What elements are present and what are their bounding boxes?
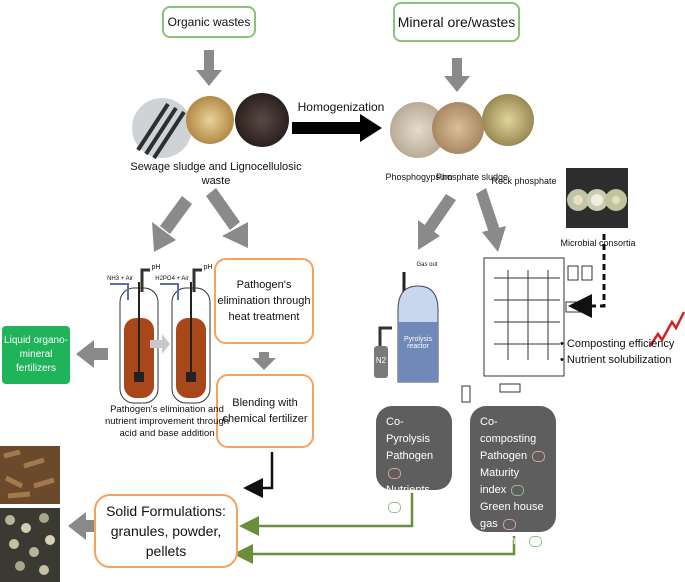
sludge-caption-line2: waste	[201, 175, 231, 187]
arrow-heat-to-blending	[252, 352, 276, 370]
phosphogypsum-photo	[390, 102, 446, 158]
gas-out-label: Gas out	[416, 262, 438, 268]
liquid-fertilizer-box: Liquid organo- mineral fertilizers	[2, 326, 70, 384]
copyrolysis-box: Co-Pyrolysis Pathogen Nutrients	[376, 406, 452, 513]
lignocellulosic-photo	[186, 96, 234, 144]
compost-photo	[235, 93, 289, 147]
liquid-line3: fertilizers	[15, 363, 56, 374]
benefits-list: • Composting efficiency • Nutrient solub…	[560, 336, 674, 368]
cocomposting-ghg: Green house gas	[480, 501, 544, 530]
phosphate-sludge-photo	[432, 102, 484, 154]
liquid-line2: mineral	[19, 349, 53, 360]
reactor-label: Pyrolysis reactor	[403, 336, 432, 350]
solid-line3: pellets	[145, 543, 187, 559]
arrow-copyrolysis-to-solid	[239, 492, 414, 536]
arrow-organic-down	[196, 50, 222, 86]
copyrolysis-title: Co-Pyrolysis	[386, 416, 431, 445]
n2-label: N2	[375, 356, 387, 365]
arrows-mineral-branch	[418, 188, 506, 252]
pathogen-heat-line1: Pathogen's	[236, 279, 292, 291]
arrow-cocomposting-to-solid	[233, 536, 516, 564]
solid-formulations-box: Solid Formulations: granules, powder, pe…	[94, 494, 238, 568]
arrow-blending-to-solid	[243, 452, 274, 498]
benefit-composting: • Composting efficiency	[560, 338, 675, 350]
blending-line2: chemical fertilizer	[222, 413, 308, 425]
organic-wastes-label: Organic wastes	[167, 15, 251, 29]
copyrolysis-pathogen: Pathogen	[386, 448, 442, 482]
cocomposting-nutrients: Nutrients	[480, 533, 546, 550]
pathogen-heat-line3: heat treatment	[228, 311, 300, 323]
increase-indicator	[529, 535, 543, 547]
decrease-indicator	[502, 518, 516, 530]
increase-indicator	[388, 501, 401, 513]
arrow-mineral-down	[444, 58, 470, 92]
pyrolysis-reactor	[374, 272, 439, 383]
homogenization-label: Homogenization	[297, 100, 385, 114]
ph-left: pH	[151, 264, 161, 271]
microbial-caption: Microbial consortia	[560, 238, 636, 248]
acid-base-line2: nutrient improvement through	[104, 416, 230, 427]
mineral-wastes-box: Mineral ore/wastes	[393, 2, 520, 42]
acid-base-caption: Pathogen's elimination and nutrient impr…	[92, 404, 242, 440]
copyrolysis-nutrients: Nutrients	[386, 482, 442, 516]
blending-line1: Blending with	[232, 397, 298, 409]
rock-phosphate-label: Rock phosphate	[491, 176, 557, 186]
pellets-photo-top	[0, 446, 60, 504]
cocomposting-title: Co-composting	[480, 416, 537, 445]
cocomposting-pathogen: Pathogen	[480, 448, 546, 465]
increase-indicator	[511, 484, 525, 496]
increase-zigzag-icon	[648, 311, 685, 347]
acid-base-reactors	[110, 268, 211, 404]
homogenization-arrow	[292, 114, 382, 142]
arrows-organic-branch	[152, 188, 248, 252]
liquid-line1: Liquid organo-	[4, 335, 68, 346]
cocomposting-box: Co-composting Pathogen Maturity index Gr…	[470, 406, 556, 547]
pellets-photo-bottom	[0, 508, 60, 582]
sludge-caption: Sewage sludge and Lignocellulosic waste	[126, 160, 306, 188]
solid-line2: granules, powder,	[110, 523, 222, 539]
acid-base-line1: Pathogen's elimination and	[110, 404, 224, 415]
phosphate-sludge-label: Phosphate sludge	[435, 172, 509, 182]
cocomposting-maturity: Maturity index	[480, 465, 546, 499]
decrease-indicator	[532, 450, 546, 462]
blending-box: Blending with chemical fertilizer	[216, 374, 314, 448]
phosphogypsum-label: Phosphogypsum	[385, 172, 453, 182]
composting-schematic	[461, 257, 593, 403]
reagent-left: NH3 + Air	[107, 276, 133, 282]
microbial-consortia-photo	[566, 168, 628, 228]
acid-base-line3: acid and base addition	[119, 428, 215, 439]
pathogen-heat-box: Pathogen's elimination through heat trea…	[214, 258, 314, 344]
organic-wastes-box: Organic wastes	[162, 6, 256, 38]
benefit-nutrient: • Nutrient solubilization	[560, 354, 672, 366]
sewage-sludge-photo	[132, 98, 192, 160]
arrow-to-liquid	[76, 340, 108, 368]
rock-phosphate-photo	[482, 94, 534, 146]
reagent-right: H2PO4 + Air	[155, 276, 189, 282]
sludge-caption-line1: Sewage sludge and Lignocellulosic	[130, 161, 302, 173]
mineral-wastes-label: Mineral ore/wastes	[397, 14, 516, 30]
pathogen-heat-line2: elimination through	[217, 295, 311, 307]
decrease-indicator	[388, 467, 401, 479]
solid-line1: Solid Formulations:	[106, 503, 226, 519]
ph-right: pH	[203, 264, 213, 271]
microbial-dashed-arrow	[568, 234, 606, 318]
